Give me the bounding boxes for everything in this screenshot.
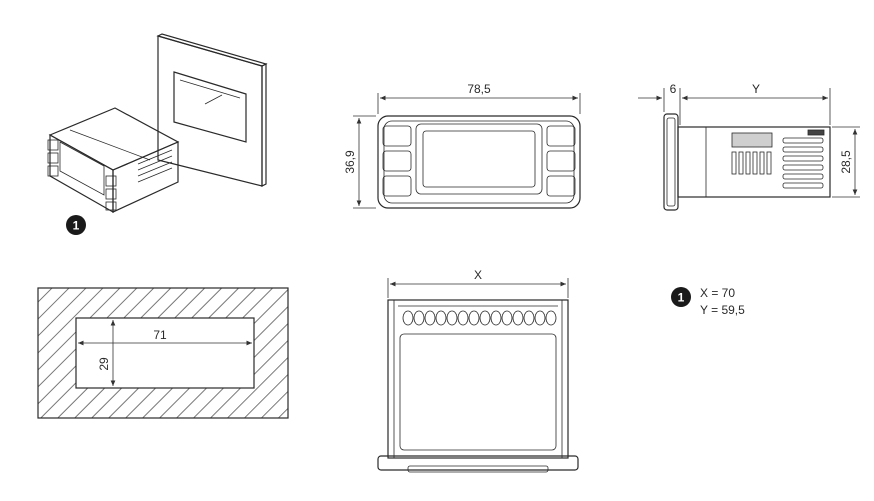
terminal-row xyxy=(398,305,558,326)
front-buttons-right xyxy=(546,125,576,197)
terminal-slots xyxy=(137,149,173,183)
front-width-label: 78,5 xyxy=(467,82,491,96)
isometric-view: 1 xyxy=(47,33,268,235)
note-marker xyxy=(671,287,691,307)
side-height-dimension: 28,5 xyxy=(832,126,860,198)
side-depth-label: 6 xyxy=(670,82,677,96)
front-buttons-left xyxy=(382,125,412,197)
panel-plate xyxy=(156,33,268,187)
side-height-label: 28,5 xyxy=(839,150,853,174)
side-vent-grid xyxy=(731,129,825,189)
cutout-height-dimension: 29 xyxy=(97,320,116,386)
callout-note: 1 X = 70 Y = 59,5 xyxy=(671,286,745,317)
top-width-label: X xyxy=(474,268,482,282)
side-top-dimensions: 6 Y xyxy=(638,82,831,125)
cutout-width-label: 71 xyxy=(153,328,167,342)
note-x-value: X = 70 xyxy=(700,286,735,300)
callout-marker-1: 1 xyxy=(66,215,86,235)
cutout-height-label: 29 xyxy=(97,357,111,371)
marker-number: 1 xyxy=(73,219,80,233)
front-width-dimension: 78,5 xyxy=(377,82,581,114)
controller-box xyxy=(47,107,180,214)
panel-cutout-view: 71 29 xyxy=(37,287,289,419)
front-height-dimension: 36,9 xyxy=(343,115,376,209)
note-marker-number: 1 xyxy=(678,291,685,305)
front-height-label: 36,9 xyxy=(343,150,357,174)
note-y-value: Y = 59,5 xyxy=(700,303,745,317)
side-length-label: Y xyxy=(752,82,760,96)
cutout-width-dimension: 71 xyxy=(78,328,252,346)
side-view: 6 Y 28,5 xyxy=(638,82,860,211)
top-view: X xyxy=(377,268,579,473)
front-view: 78,5 36,9 xyxy=(343,82,581,209)
top-width-dimension: X xyxy=(387,268,569,298)
